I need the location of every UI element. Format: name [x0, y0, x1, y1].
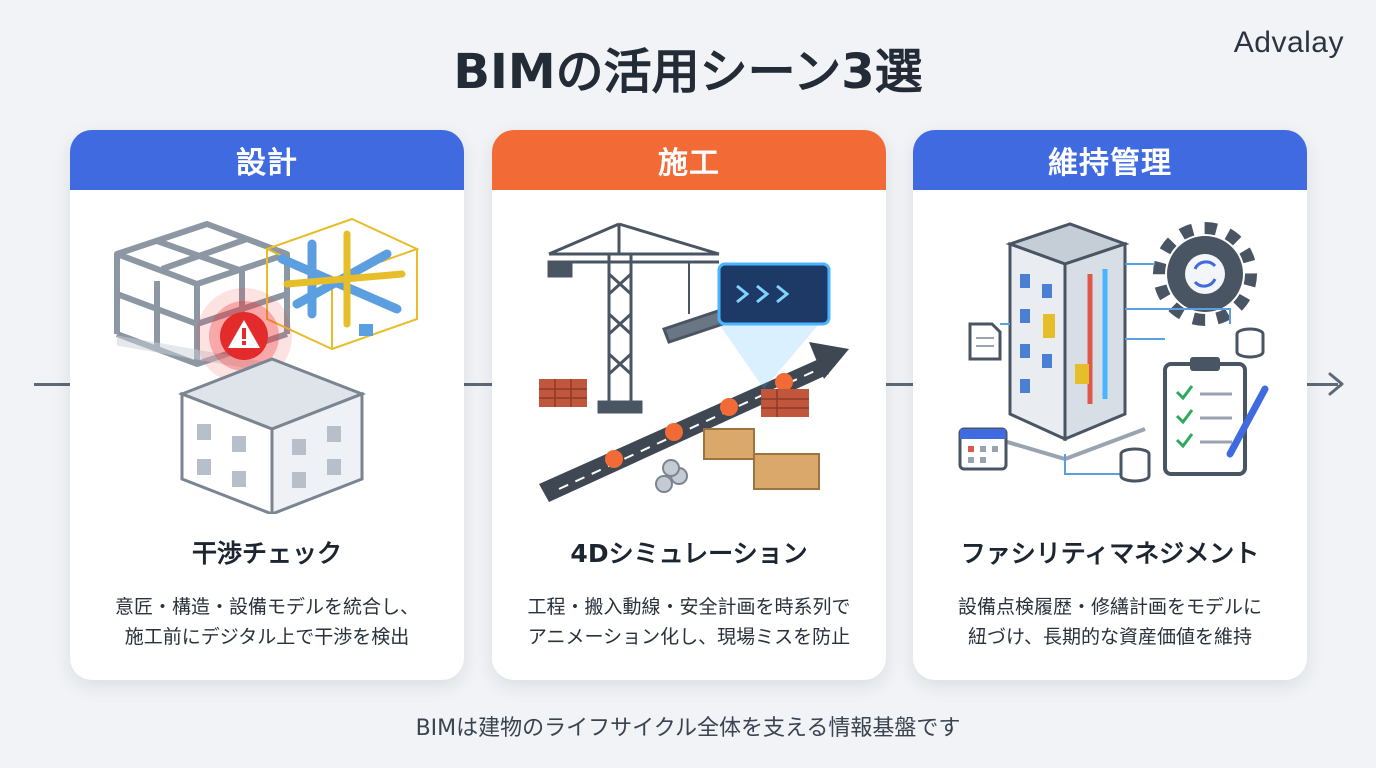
card-subtitle-construction: 4Dシミュレーション	[570, 539, 808, 568]
footer-note: BIMは建物のライフサイクル全体を支える情報基盤です	[415, 716, 961, 741]
flow-arrow-icon	[1328, 372, 1344, 396]
mep-model-icon	[264, 217, 420, 351]
card-desc-maintenance: 設備点検履歴・修繕計画をモデルに 紐づけ、長期的な資産価値を維持	[927, 592, 1293, 652]
card-desc-line: 意匠・構造・設備モデルを統合し、	[114, 596, 419, 618]
clash-detection-illustration	[114, 217, 420, 514]
card-construction: 施工	[492, 130, 886, 680]
gear-icon	[1153, 222, 1257, 326]
brand-logo: Advalay	[1233, 26, 1344, 59]
card-header-design: 設計	[70, 130, 464, 190]
card-design: 設計	[70, 130, 464, 680]
database-icon	[1119, 327, 1265, 483]
document-icon	[968, 322, 1002, 361]
flow-line-2-3	[885, 383, 913, 386]
card-desc-line: 施工前にデジタル上で干渉を検出	[124, 626, 410, 648]
page-title: BIMの活用シーン3選	[453, 44, 923, 100]
card-desc-design: 意匠・構造・設備モデルを統合し、 施工前にデジタル上で干渉を検出	[84, 592, 450, 652]
4d-simulation-illustration	[539, 222, 849, 502]
card-subtitle-design: 干渉チェック	[191, 539, 342, 568]
calendar-icon	[958, 427, 1008, 471]
structural-frame-icon	[114, 221, 290, 367]
card-desc-line: 紐づけ、長期的な資産価値を維持	[967, 626, 1253, 648]
data-link-icon	[1000, 263, 1231, 475]
card-desc-line: 設備点検履歴・修繕計画をモデルに	[957, 596, 1262, 618]
card-subtitle-maintenance: ファシリティマネジメント	[960, 539, 1260, 568]
card-maintenance: 維持管理	[913, 130, 1307, 680]
card-desc-construction: 工程・搬入動線・安全計画を時系列で アニメーション化し、現場ミスを防止	[506, 592, 872, 652]
card-header-construction: 施工	[492, 130, 886, 190]
card-desc-line: 工程・搬入動線・安全計画を時系列で	[527, 596, 851, 618]
card-header-maintenance: 維持管理	[913, 130, 1307, 190]
checklist-icon	[1163, 357, 1269, 476]
schedule-screen-icon	[717, 262, 831, 389]
building-model-icon	[177, 357, 367, 514]
building-cutaway-icon	[979, 222, 1146, 462]
materials-icon	[539, 379, 820, 493]
flow-line-right	[1306, 383, 1338, 386]
flow-line-left	[34, 383, 70, 386]
flow-line-1-2	[463, 383, 492, 386]
card-desc-line: アニメーション化し、現場ミスを防止	[527, 626, 851, 648]
facility-management-illustration	[958, 222, 1269, 483]
